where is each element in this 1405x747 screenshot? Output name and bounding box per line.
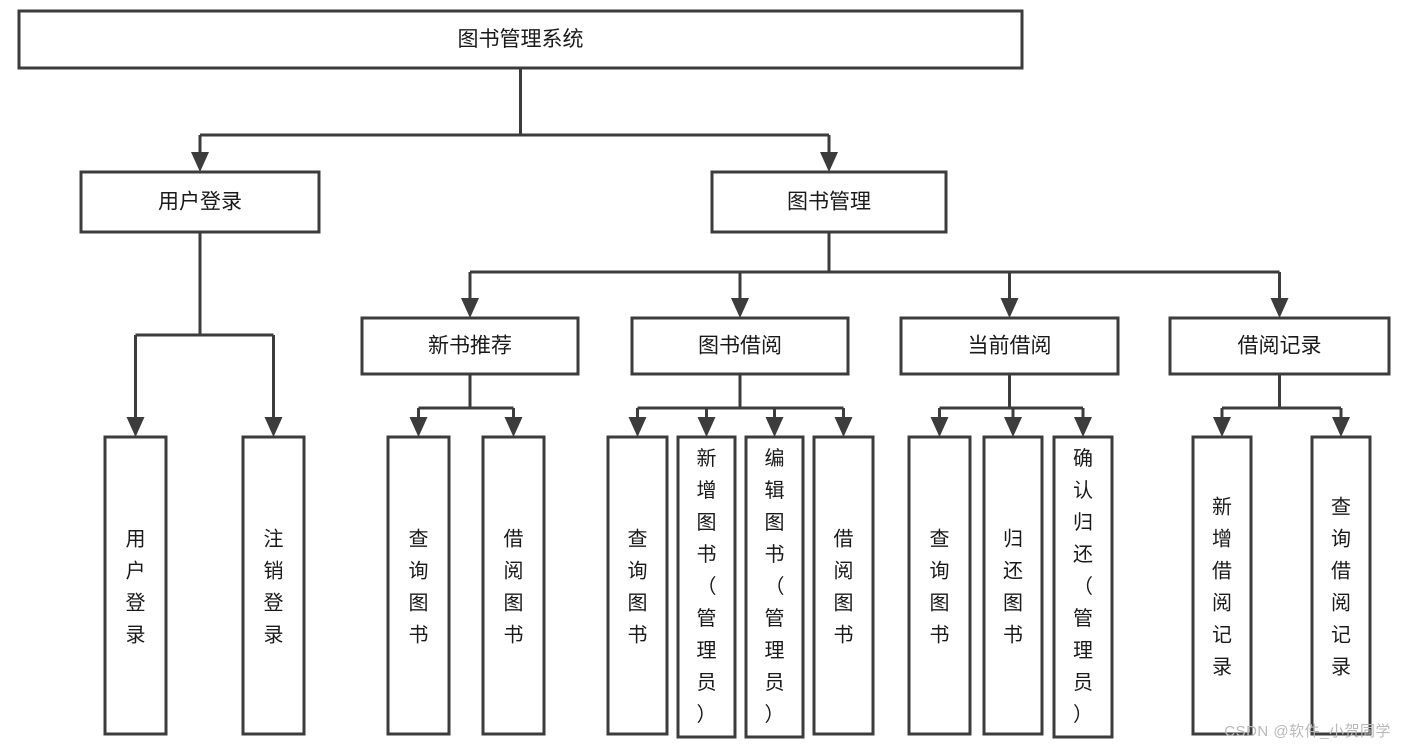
node-leaf-query-book-current[interactable]: 查询图书 — [907, 435, 972, 736]
arrow-head-icon — [1000, 298, 1019, 318]
node-label: 用户登录 — [126, 529, 146, 647]
node-label: 确认归还（管理员） — [1073, 447, 1093, 726]
node-label: 图书借阅 — [698, 335, 782, 358]
arrow-head-icon — [697, 417, 716, 437]
node-box — [744, 435, 805, 739]
arrow-head-icon — [191, 152, 209, 172]
node-label: 新增借阅记录 — [1212, 496, 1232, 679]
node-box — [899, 316, 1120, 376]
node-box — [1191, 435, 1253, 736]
node-box — [907, 435, 972, 736]
node-leaf-user-login[interactable]: 用户登录 — [103, 435, 168, 736]
arrow-head-icon — [820, 152, 838, 172]
node-label: 图书管理系统 — [458, 28, 584, 51]
node-label: 借阅图书 — [504, 528, 524, 647]
node-leaf-add-book-admin[interactable]: 新增图书（管理员） — [676, 435, 737, 739]
node-leaf-query-borrow-record[interactable]: 查询借阅记录 — [1310, 435, 1372, 736]
node-leaf-borrow-book[interactable]: 借阅图书 — [812, 435, 875, 736]
arrow-head-icon — [1074, 417, 1092, 437]
node-leaf-user-logout[interactable]: 注销登录 — [241, 435, 306, 736]
node-label: 编辑图书（管理员） — [765, 447, 785, 726]
arrow-head-icon — [264, 417, 283, 437]
arrow-head-icon — [765, 417, 784, 437]
node-book-manage[interactable]: 图书管理 — [710, 170, 948, 234]
node-leaf-add-borrow-record[interactable]: 新增借阅记录 — [1191, 435, 1253, 736]
node-leaf-borrow-book-recommend[interactable]: 借阅图书 — [481, 435, 546, 736]
node-layer: 图书管理系统用户登录图书管理新书推荐图书借阅当前借阅借阅记录用户登录注销登录查询… — [17, 9, 1391, 739]
connector-layer — [126, 68, 1350, 437]
node-box — [17, 9, 1024, 70]
arrow-head-icon — [930, 417, 949, 437]
node-box — [1310, 435, 1372, 736]
node-label: 归还图书 — [1003, 528, 1023, 647]
node-box — [241, 435, 306, 736]
node-label: 查询图书 — [930, 528, 950, 647]
csdn-watermark: CSDN @软件_小贺同学 — [1224, 723, 1391, 740]
node-label: 图书管理 — [787, 191, 871, 214]
arrow-head-icon — [628, 417, 647, 437]
node-root[interactable]: 图书管理系统 — [17, 9, 1024, 70]
arrow-head-icon — [834, 417, 853, 437]
arrow-head-icon — [731, 298, 749, 318]
node-book-borrow[interactable]: 图书借阅 — [630, 316, 850, 376]
node-leaf-query-book-recommend[interactable]: 查询图书 — [386, 435, 451, 736]
node-box — [386, 435, 451, 736]
node-current-borrow[interactable]: 当前借阅 — [899, 316, 1120, 376]
node-label: 借阅记录 — [1238, 335, 1322, 358]
node-box — [481, 435, 546, 736]
node-box — [676, 435, 737, 739]
node-label: 当前借阅 — [968, 335, 1052, 358]
node-box — [812, 435, 875, 736]
node-label: 注销登录 — [264, 528, 284, 647]
node-leaf-confirm-return-admin[interactable]: 确认归还（管理员） — [1052, 435, 1114, 739]
arrow-head-icon — [461, 298, 479, 318]
node-label: 新书推荐 — [428, 335, 512, 358]
node-leaf-edit-book-admin[interactable]: 编辑图书（管理员） — [744, 435, 805, 739]
node-box — [606, 435, 669, 736]
arrow-head-icon — [1004, 417, 1022, 437]
node-label: 查询借阅记录 — [1331, 496, 1351, 679]
node-new-book-recommend[interactable]: 新书推荐 — [360, 316, 580, 376]
node-box — [1052, 435, 1114, 739]
node-leaf-return-book[interactable]: 归还图书 — [982, 435, 1044, 736]
arrow-head-icon — [409, 417, 428, 437]
node-box — [982, 435, 1044, 736]
node-user-login[interactable]: 用户登录 — [79, 170, 321, 234]
node-label: 用户登录 — [158, 191, 242, 214]
arrow-head-icon — [1213, 417, 1231, 437]
node-box — [360, 316, 580, 376]
node-box — [1168, 316, 1391, 376]
node-label: 新增图书（管理员） — [697, 447, 717, 726]
node-label: 查询图书 — [628, 528, 648, 647]
node-box — [79, 170, 321, 234]
node-box — [103, 435, 168, 736]
node-box — [710, 170, 948, 234]
arrow-head-icon — [1332, 417, 1350, 437]
node-leaf-query-book-borrow[interactable]: 查询图书 — [606, 435, 669, 736]
node-borrow-record[interactable]: 借阅记录 — [1168, 316, 1391, 376]
arrow-head-icon — [504, 417, 523, 437]
node-label: 查询图书 — [409, 528, 429, 647]
node-label: 借阅图书 — [834, 528, 854, 647]
arrow-head-icon — [126, 417, 145, 437]
node-box — [630, 316, 850, 376]
arrow-head-icon — [1270, 298, 1289, 318]
